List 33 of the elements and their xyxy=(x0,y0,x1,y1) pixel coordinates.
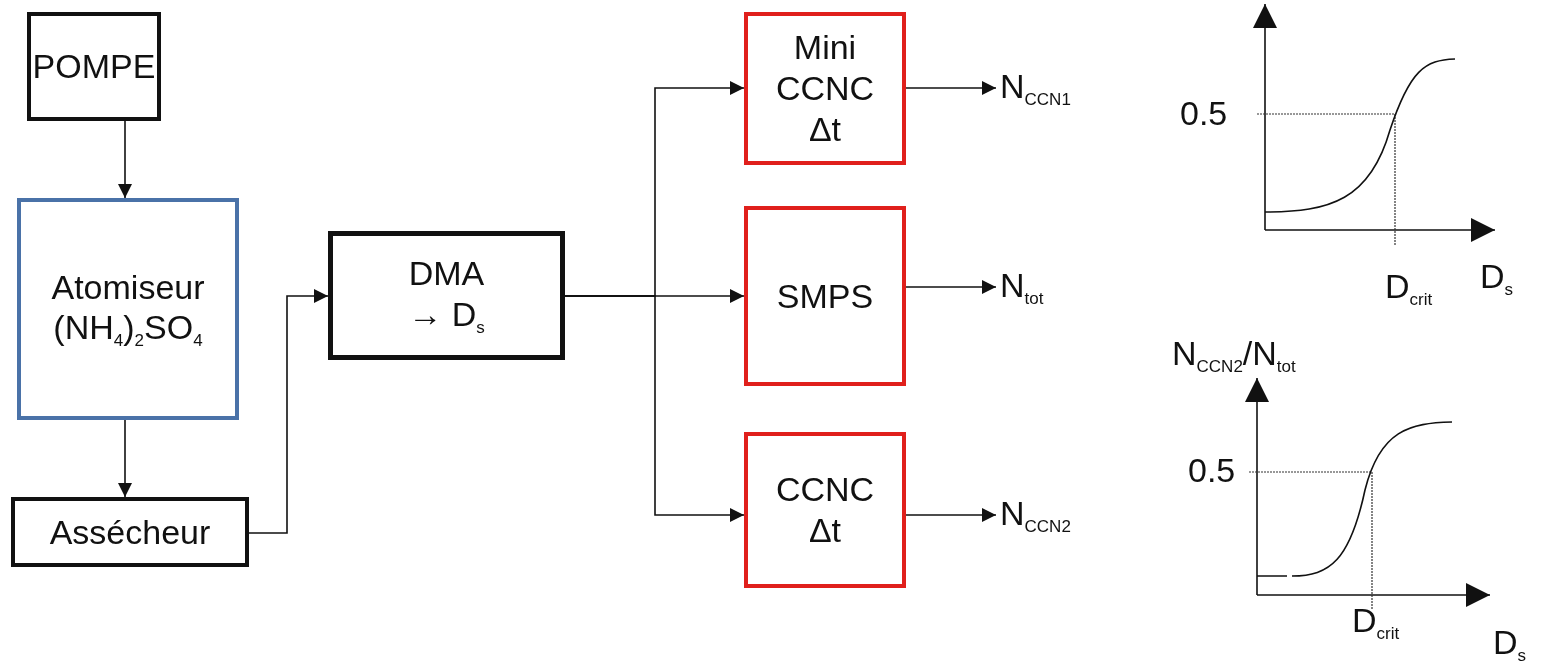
arrow xyxy=(905,508,997,522)
box-label: SMPS xyxy=(776,275,874,317)
process-box xyxy=(744,12,906,165)
axis-title: N$_{CCN2}$/N$_{tot}$ xyxy=(1172,335,1296,377)
process-box xyxy=(744,432,906,588)
output-label: N$_{tot}$ xyxy=(1000,264,1044,310)
box-label: (NH$_{4}$)$_{2}$SO$_{4}$ xyxy=(53,307,203,352)
axis-label: D$_{crit}$ xyxy=(1352,602,1400,644)
process-box xyxy=(328,231,565,360)
arrow xyxy=(564,295,745,522)
box-label: Mini CCNC Δt xyxy=(775,27,875,150)
process-box xyxy=(11,497,249,567)
box-label: CCNC Δt xyxy=(775,469,875,551)
output-label: N$_{CCN2}$ xyxy=(1000,492,1071,538)
axis-label: D$_{s}$ xyxy=(1480,258,1514,300)
axis-label: D$_{s}$ xyxy=(1493,624,1527,666)
arrow xyxy=(118,120,132,199)
box-label: DMA xyxy=(408,253,485,294)
process-box xyxy=(744,206,906,386)
axis-label: D$_{crit}$ xyxy=(1385,268,1433,310)
box-label: POMPE xyxy=(32,46,156,87)
process-box xyxy=(27,12,161,121)
arrow xyxy=(905,81,997,95)
box-label: Assécheur xyxy=(49,511,211,553)
box-label: Atomiseur xyxy=(51,266,205,308)
axis-tick-label: 0.5 xyxy=(1188,452,1236,490)
output-label: N$_{CCN1}$ xyxy=(1000,65,1071,111)
axis-tick-label: 0.5 xyxy=(1180,95,1228,133)
process-box xyxy=(17,198,239,420)
arrow xyxy=(905,280,997,294)
arrow xyxy=(118,419,132,498)
arrow xyxy=(248,289,329,534)
box-label: → D$_{s}$ xyxy=(408,293,485,338)
